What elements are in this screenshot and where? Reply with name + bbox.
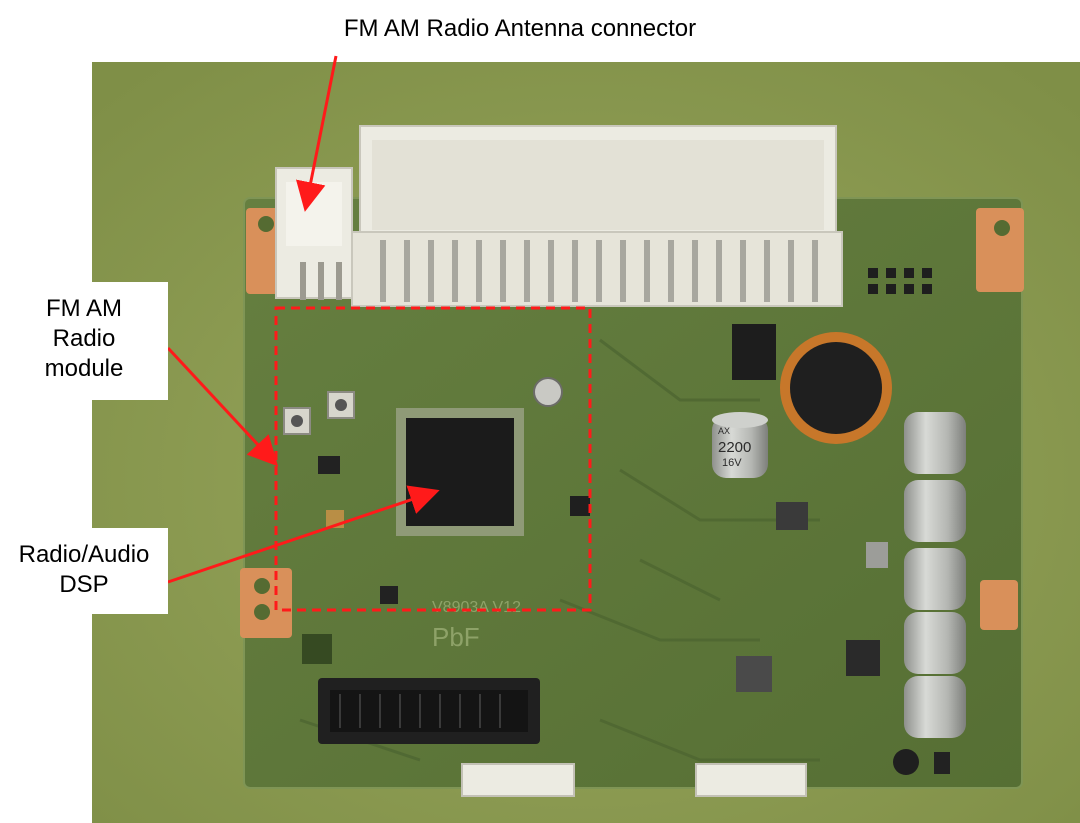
capacitor-column (904, 412, 966, 738)
label-antenna-text: FM AM Radio Antenna connector (343, 15, 697, 42)
label-antenna: FM AM Radio Antenna connector (300, 14, 740, 44)
capacitor-value: 2200 (718, 439, 751, 456)
label-module: FM AM Radio module (0, 294, 168, 384)
board-to-board-connector (318, 678, 540, 744)
power-section (732, 324, 950, 775)
capacitor-marking: AX 2200 16V (718, 426, 751, 469)
module-arrow (166, 346, 279, 467)
silk-pbf: PbF (432, 622, 480, 652)
label-dsp-box (0, 528, 168, 614)
label-dsp: Radio/Audio DSP (0, 540, 168, 600)
label-module-box (0, 282, 168, 400)
label-dsp-line2: DSP (59, 571, 109, 598)
label-module-line1: FM AM (46, 295, 122, 322)
label-module-line3: module (44, 355, 124, 382)
antenna-connector (275, 167, 353, 300)
silkscreen-text: V8903A V12 PbF (432, 599, 521, 652)
label-dsp-line1: Radio/Audio (18, 541, 150, 568)
capacitor-brand: AX (718, 426, 730, 436)
ribbon-connectors (461, 763, 807, 797)
dsp-chip (396, 408, 524, 536)
ground-pad (302, 634, 332, 664)
silk-code: V8903A V12 (432, 599, 521, 616)
antenna-arrow (295, 55, 338, 212)
main-harness-connector (351, 125, 843, 307)
capacitor-voltage: 16V (722, 457, 742, 469)
pin-header (868, 268, 932, 294)
label-module-line2: Radio (52, 325, 116, 352)
capacitor-left (712, 412, 768, 478)
dsp-arrow (167, 485, 440, 584)
